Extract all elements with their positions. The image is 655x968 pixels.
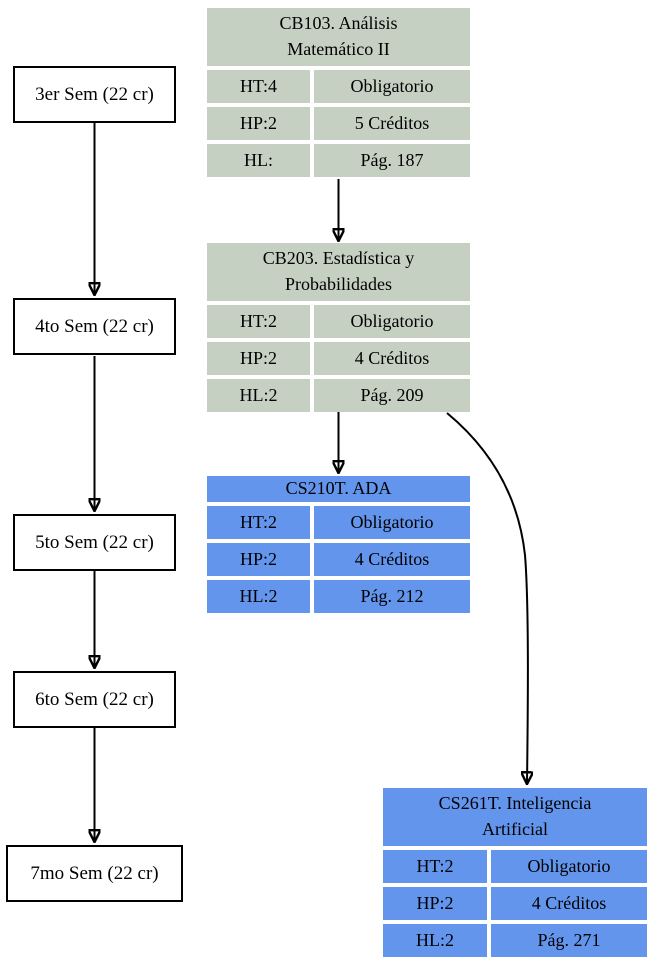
semester-label: 3er Sem (22 cr) [35,83,154,105]
page-cell: Pág. 271 [491,924,647,957]
course-row: HL:2 Pág. 271 [383,924,647,957]
page-cell: Pág. 187 [314,144,470,177]
hp-cell: HP:2 [207,543,310,576]
page-cell: Pág. 212 [314,580,470,613]
hl-cell: HL:2 [383,924,487,957]
type-cell: Obligatorio [314,506,470,539]
course-row: HL: Pág. 187 [207,144,470,177]
course-row: HP:2 4 Créditos [383,887,647,920]
course-row: HT:2 Obligatorio [207,305,470,338]
semester-node-6to: 6to Sem (22 cr) [13,671,176,728]
course-row: HP:2 4 Créditos [207,342,470,375]
credits-cell: 5 Créditos [314,107,470,140]
hl-cell: HL:2 [207,379,310,412]
type-cell: Obligatorio [314,305,470,338]
course-card-cs210t: CS210T. ADA HT:2 Obligatorio HP:2 4 Créd… [207,476,470,613]
hp-cell: HP:2 [207,342,310,375]
hl-cell: HL:2 [207,580,310,613]
ht-cell: HT:2 [207,506,310,539]
ht-cell: HT:2 [207,305,310,338]
type-cell: Obligatorio [491,850,647,883]
page-cell: Pág. 209 [314,379,470,412]
course-title: CB203. Estadística y Probabilidades [207,243,470,301]
course-title: CS261T. Inteligencia Artificial [383,788,647,846]
semester-label: 6to Sem (22 cr) [35,688,154,710]
course-card-cb203: CB203. Estadística y Probabilidades HT:2… [207,243,470,412]
credits-cell: 4 Créditos [491,887,647,920]
semester-label: 4to Sem (22 cr) [35,315,154,337]
course-card-cs261t: CS261T. Inteligencia Artificial HT:2 Obl… [383,788,647,957]
credits-cell: 4 Créditos [314,342,470,375]
course-title: CB103. Análisis Matemático II [207,8,470,66]
semester-node-4to: 4to Sem (22 cr) [13,298,176,355]
hp-cell: HP:2 [207,107,310,140]
course-row: HL:2 Pág. 209 [207,379,470,412]
course-row: HL:2 Pág. 212 [207,580,470,613]
semester-label: 7mo Sem (22 cr) [30,862,159,884]
course-row: HT:2 Obligatorio [383,850,647,883]
semester-node-3er: 3er Sem (22 cr) [13,66,176,123]
course-row: HT:2 Obligatorio [207,506,470,539]
ht-cell: HT:2 [383,850,487,883]
course-row: HT:4 Obligatorio [207,70,470,103]
semester-node-7mo: 7mo Sem (22 cr) [6,845,183,902]
hp-cell: HP:2 [383,887,487,920]
course-title: CS210T. ADA [207,476,470,502]
semester-node-5to: 5to Sem (22 cr) [13,514,176,571]
course-row: HP:2 4 Créditos [207,543,470,576]
ht-cell: HT:4 [207,70,310,103]
semester-label: 5to Sem (22 cr) [35,531,154,553]
credits-cell: 4 Créditos [314,543,470,576]
course-row: HP:2 5 Créditos [207,107,470,140]
hl-cell: HL: [207,144,310,177]
course-card-cb103: CB103. Análisis Matemático II HT:4 Oblig… [207,8,470,177]
type-cell: Obligatorio [314,70,470,103]
